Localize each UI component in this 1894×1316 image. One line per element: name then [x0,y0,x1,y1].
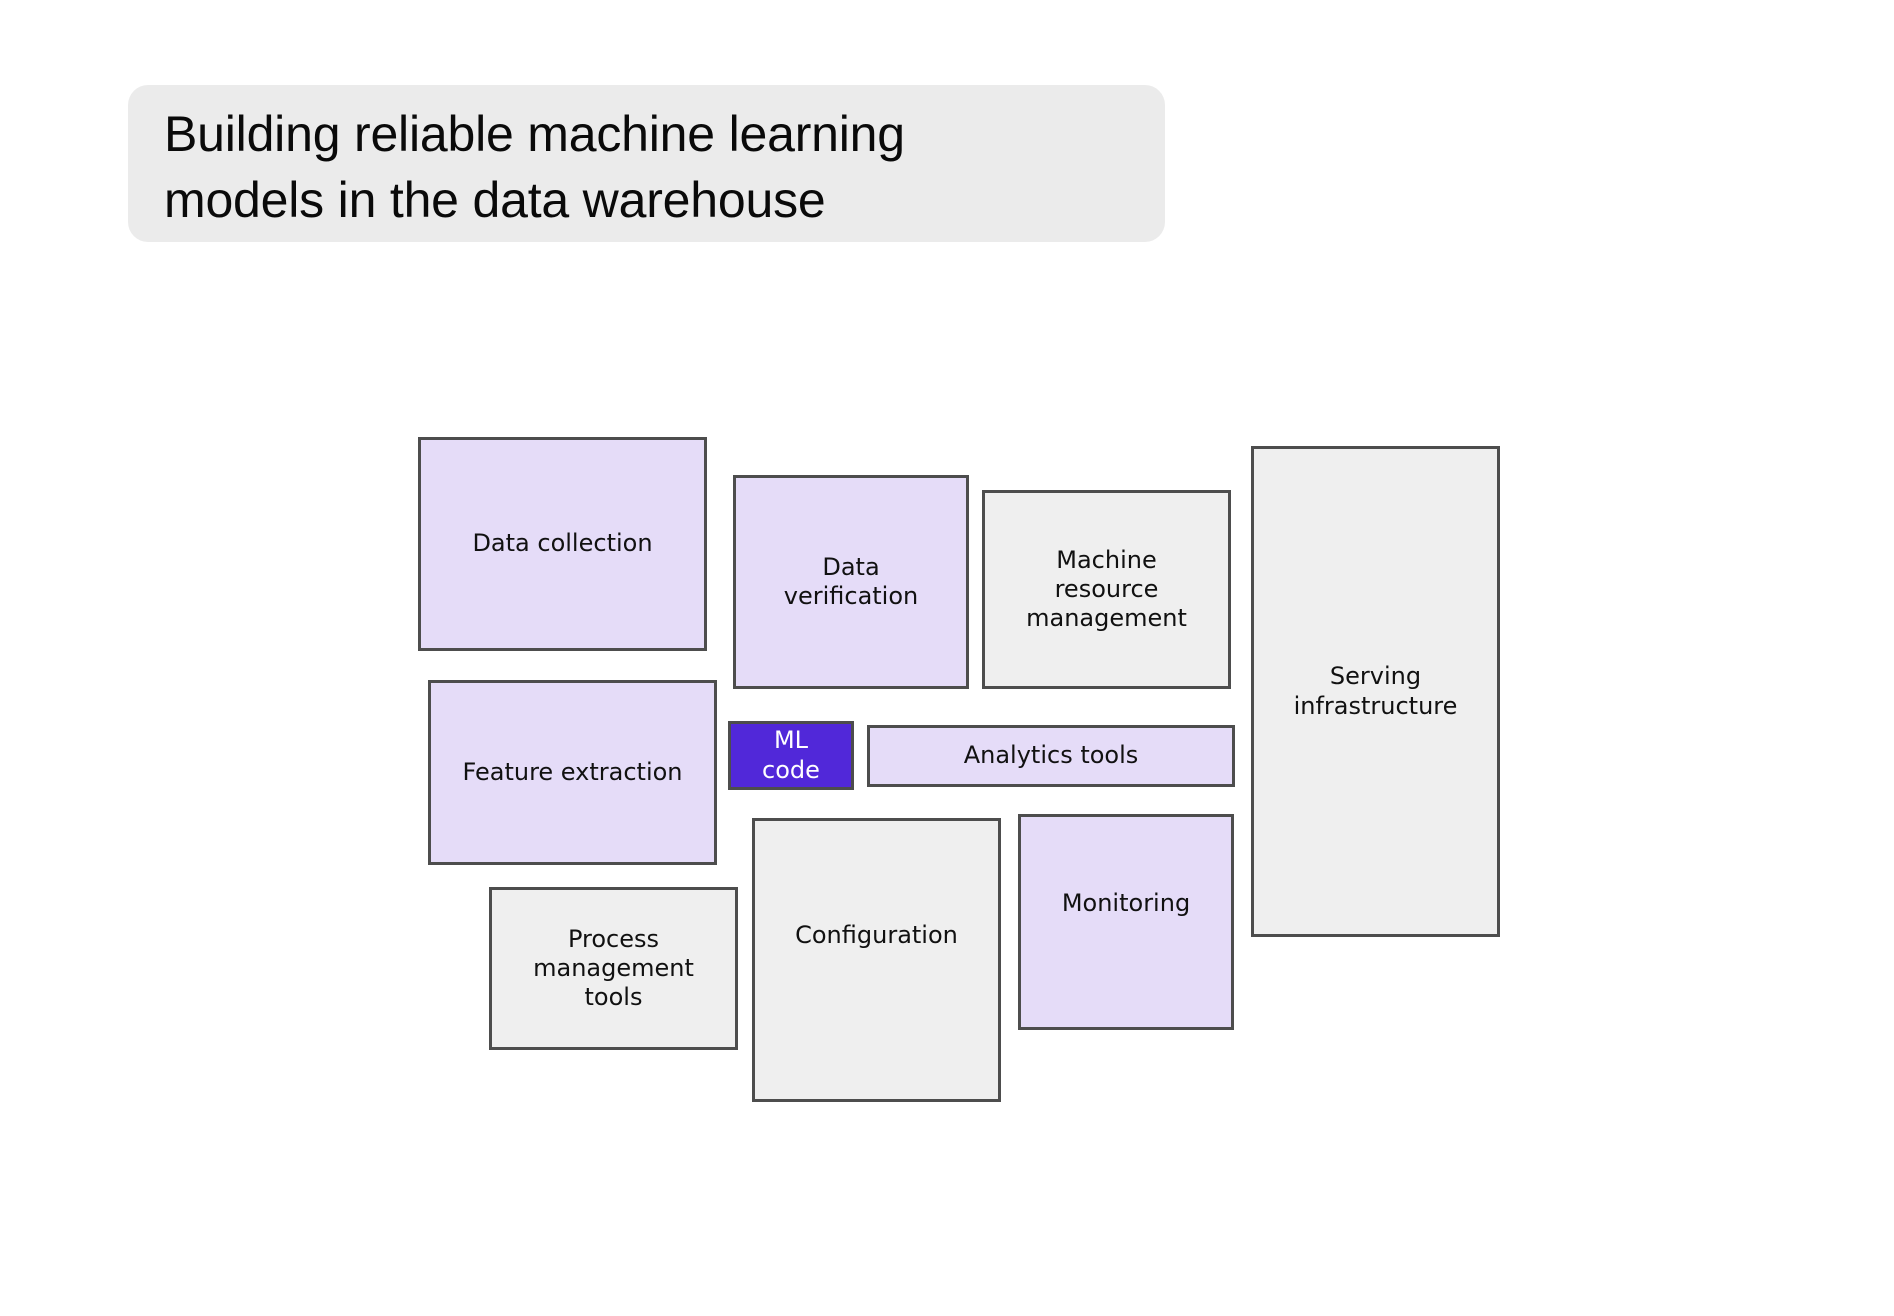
box-data-collection[interactable]: Data collection [418,437,707,651]
box-ml-code[interactable]: ML code [728,721,854,790]
box-data-verification[interactable]: Data verification [733,475,969,689]
box-label-data-collection: Data collection [472,529,653,558]
box-label-feature-extraction: Feature extraction [462,757,683,786]
box-machine-resource-management[interactable]: Machine resource management [982,490,1231,689]
box-label-serving-infrastructure: Serving infrastructure [1293,662,1458,720]
box-label-machine-resource-management: Machine resource management [1026,545,1187,633]
box-label-monitoring: Monitoring [1061,889,1191,917]
box-label-analytics-tools: Analytics tools [963,741,1139,770]
box-label-ml-code: ML code [762,726,820,784]
box-label-process-management-tools: Process management tools [533,924,694,1012]
box-process-management-tools[interactable]: Process management tools [489,887,738,1050]
box-feature-extraction[interactable]: Feature extraction [428,680,717,865]
page-title: Building reliable machine learning model… [164,106,905,228]
box-configuration[interactable]: Configuration [752,818,1001,1102]
box-serving-infrastructure[interactable]: Serving infrastructure [1251,446,1500,937]
box-monitoring[interactable]: Monitoring [1018,814,1234,1030]
box-analytics-tools[interactable]: Analytics tools [867,725,1235,787]
slide-title-banner: Building reliable machine learning model… [128,85,1165,242]
box-label-configuration: Configuration [795,921,958,949]
box-label-data-verification: Data verification [783,552,919,610]
